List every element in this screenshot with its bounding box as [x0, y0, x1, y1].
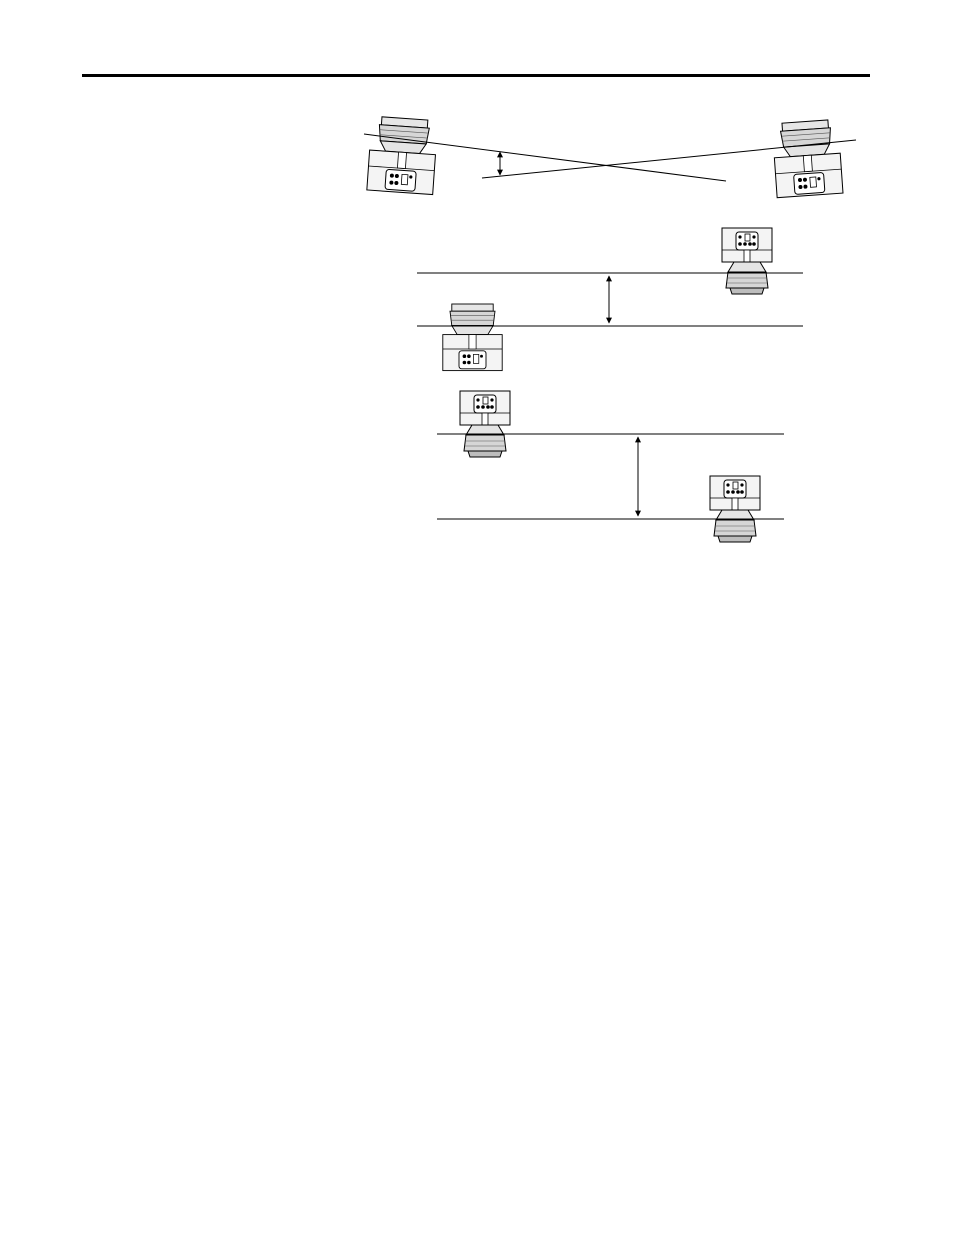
parallel-planes-diagram-2	[437, 391, 784, 542]
scanner-left-tilted	[367, 116, 438, 194]
parallel-planes-diagram	[417, 228, 803, 371]
scanner-bottom-left-upright	[443, 304, 502, 371]
crossed-beams-diagram	[364, 116, 856, 198]
scanner-top-right-inverted	[722, 228, 772, 294]
scanner-bottom-right-inverted	[710, 476, 760, 542]
scanner-right-tilted	[772, 119, 843, 197]
scanner-top-left-inverted	[460, 391, 510, 457]
